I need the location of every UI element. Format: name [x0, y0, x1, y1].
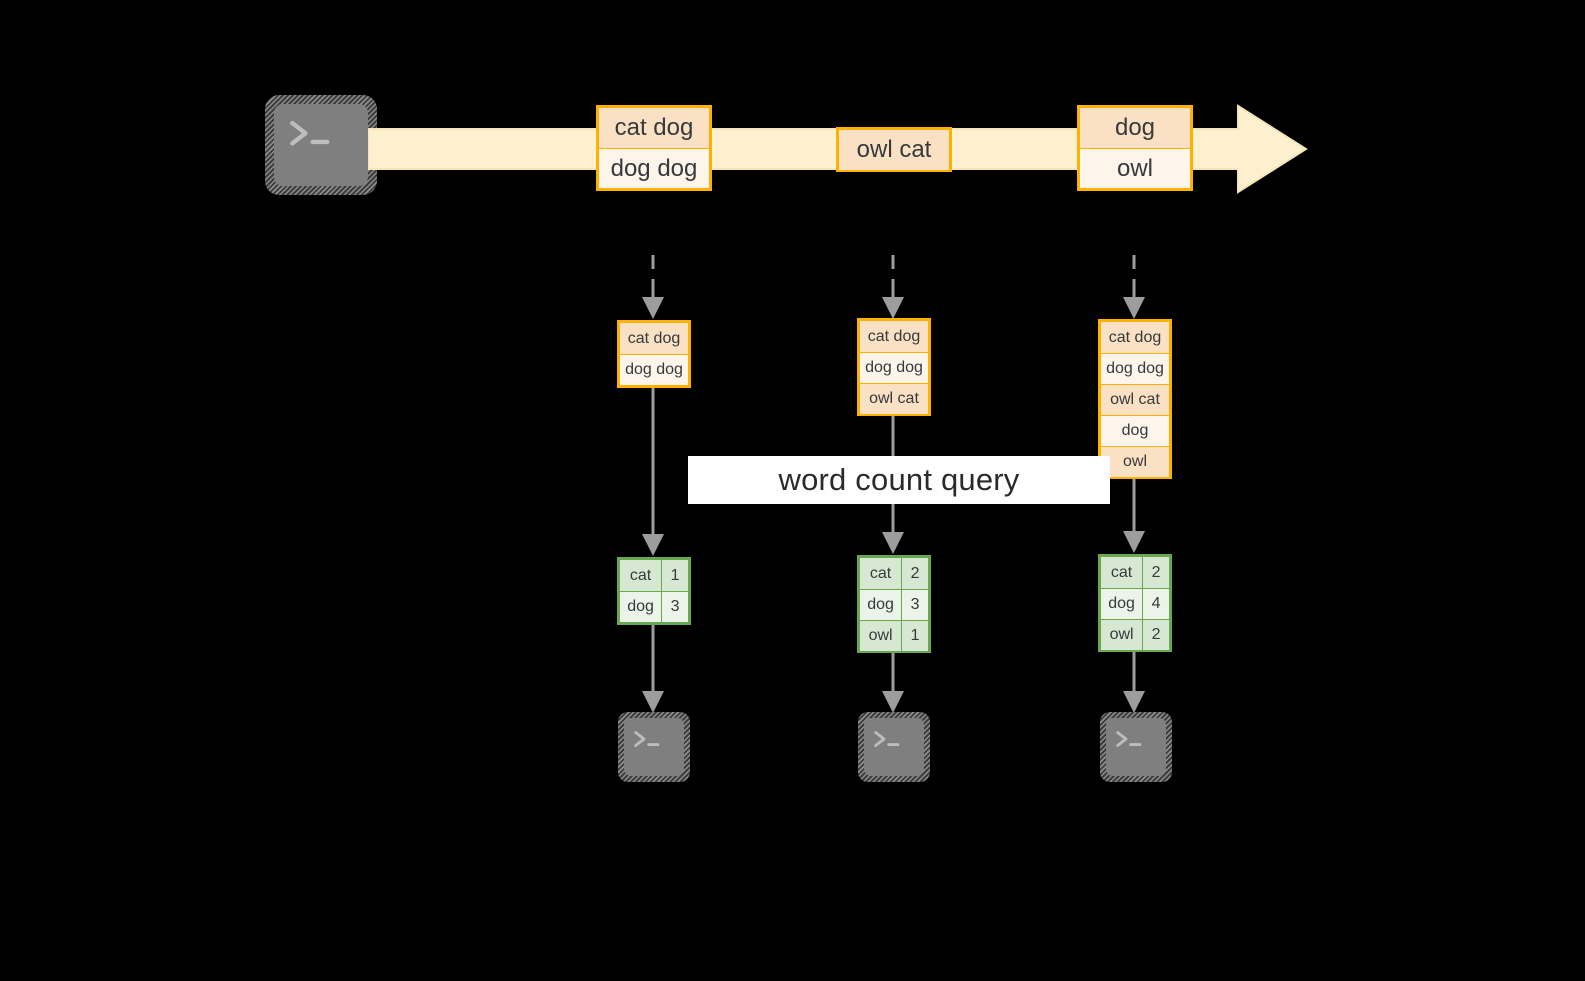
snapshot-1-input-table: cat dog dog dog — [617, 320, 691, 388]
result-word: cat — [1101, 557, 1144, 588]
result-word: cat — [860, 558, 903, 589]
result-row: cat 2 — [860, 558, 928, 589]
result-count: 2 — [910, 564, 920, 582]
input-line: owl cat — [1101, 384, 1169, 415]
input-line: cat dog — [620, 323, 688, 354]
result-row: cat 1 — [620, 560, 688, 591]
input-line: dog — [1101, 415, 1169, 446]
query-label: word count query — [688, 456, 1110, 504]
dashed-arrow-snapshot-1 — [642, 255, 664, 319]
record-line: dog dog — [599, 148, 709, 188]
result-row: dog 4 — [1101, 588, 1169, 619]
stream-record-batch-2: owl cat — [836, 127, 952, 172]
result-count: 3 — [910, 596, 920, 613]
terminal-screen — [624, 718, 684, 776]
result-row: owl 2 — [1101, 619, 1169, 650]
prompt-glyph-icon — [634, 731, 660, 747]
record-line: owl cat — [839, 130, 949, 170]
prompt-glyph-icon — [874, 731, 900, 747]
dashed-arrow-snapshot-3 — [1123, 255, 1145, 319]
snapshot-1-result-table: cat 1 dog 3 — [617, 557, 691, 625]
input-line: dog dog — [620, 354, 688, 385]
terminal-screen — [1106, 718, 1166, 776]
arrow-snapshot-3-to-result — [1123, 479, 1145, 553]
snapshot-3-sink-terminal-icon — [1100, 712, 1172, 782]
record-line: dog — [1080, 108, 1190, 148]
result-count: 2 — [1151, 626, 1161, 643]
terminal-screen — [274, 104, 368, 186]
stream-record-batch-1: cat dog dog dog — [596, 105, 712, 191]
snapshot-2-result-table: cat 2 dog 3 owl 1 — [857, 555, 931, 653]
terminal-screen — [864, 718, 924, 776]
input-line: dog dog — [860, 352, 928, 383]
prompt-glyph-icon — [290, 121, 330, 147]
result-row: cat 2 — [1101, 557, 1169, 588]
snapshot-1-sink-terminal-icon — [618, 712, 690, 782]
result-row: dog 3 — [860, 589, 928, 620]
result-word: dog — [620, 592, 663, 622]
result-word: owl — [860, 621, 903, 651]
result-word: owl — [1101, 620, 1144, 650]
result-count: 2 — [1151, 563, 1161, 581]
result-word: dog — [860, 590, 903, 620]
prompt-glyph-icon — [1116, 731, 1142, 747]
snapshot-2-sink-terminal-icon — [858, 712, 930, 782]
dashed-arrow-snapshot-2 — [882, 255, 904, 319]
result-word: dog — [1101, 589, 1144, 619]
result-word: cat — [620, 560, 663, 591]
input-line: cat dog — [1101, 322, 1169, 353]
arrow-snapshot-1-to-result — [642, 388, 664, 556]
stream-record-batch-3: dog owl — [1077, 105, 1193, 191]
snapshot-2-input-table: cat dog dog dog owl cat — [857, 318, 931, 416]
result-count: 1 — [910, 627, 920, 644]
arrow-snapshot-3-to-sink — [1123, 652, 1145, 713]
record-line: owl — [1080, 148, 1190, 188]
result-row: dog 3 — [620, 591, 688, 622]
input-line: owl cat — [860, 383, 928, 414]
input-line: cat dog — [860, 321, 928, 352]
result-count: 4 — [1151, 595, 1161, 612]
source-terminal-icon — [265, 95, 377, 195]
arrow-snapshot-1-to-sink — [642, 625, 664, 713]
input-line: dog dog — [1101, 353, 1169, 384]
input-line: owl — [1101, 446, 1169, 477]
snapshot-3-result-table: cat 2 dog 4 owl 2 — [1098, 554, 1172, 652]
result-row: owl 1 — [860, 620, 928, 651]
arrow-snapshot-2-to-sink — [882, 653, 904, 713]
result-count: 1 — [670, 566, 680, 584]
result-count: 3 — [670, 598, 680, 615]
record-line: cat dog — [599, 108, 709, 148]
snapshot-3-input-table: cat dog dog dog owl cat dog owl — [1098, 319, 1172, 479]
